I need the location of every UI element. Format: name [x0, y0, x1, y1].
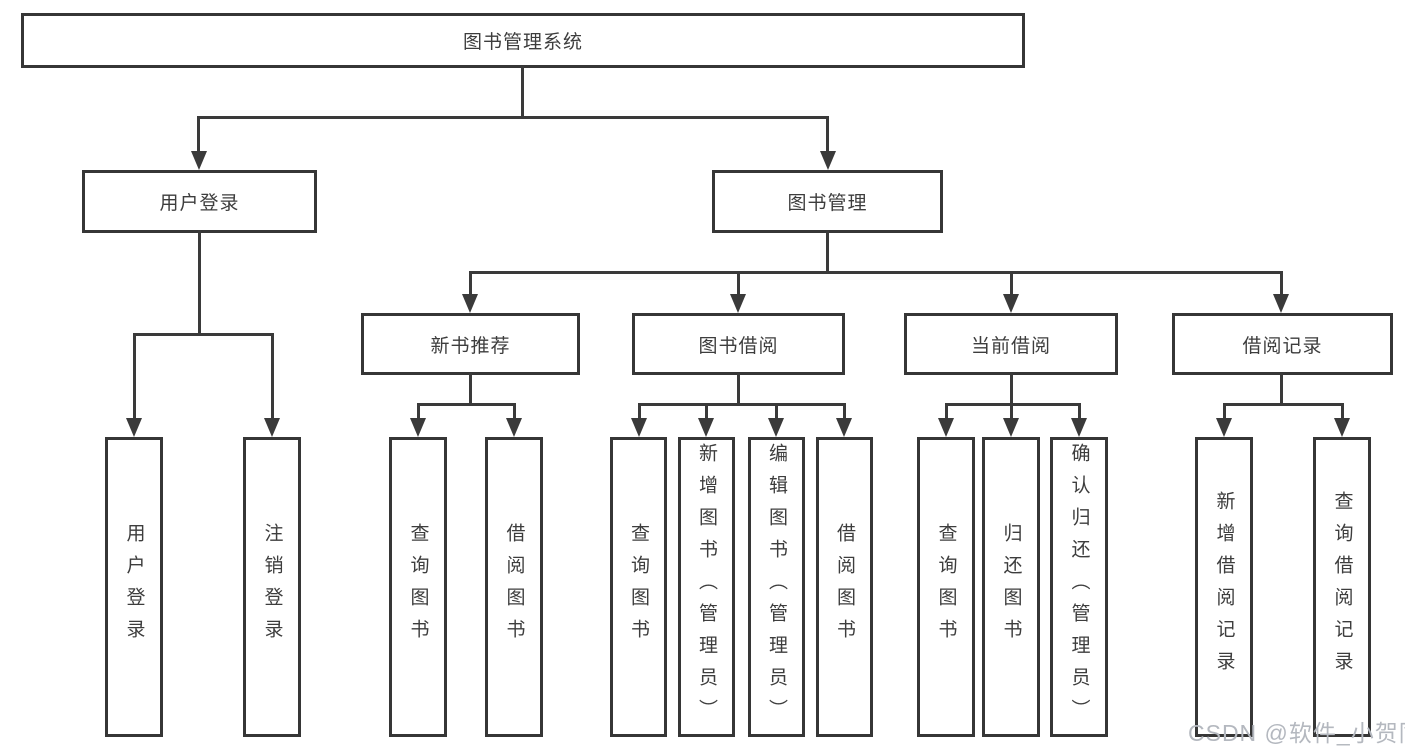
connector-line	[198, 230, 201, 336]
node-new-book-recommend: 新书推荐	[361, 313, 580, 375]
leaf-borrow-books-2: 借阅图书	[816, 437, 873, 737]
arrowhead-icon	[506, 418, 522, 437]
node-user-login: 用户登录	[82, 170, 317, 233]
connector-line	[1223, 403, 1226, 421]
arrowhead-icon	[1216, 418, 1232, 437]
connector-line	[826, 116, 829, 154]
node-label: 查询借阅记录	[1331, 491, 1353, 683]
node-label: 注销登录	[261, 523, 283, 651]
arrowhead-icon	[1003, 294, 1019, 313]
connector-line	[638, 403, 845, 406]
connector-line	[133, 333, 274, 336]
arrowhead-icon	[768, 418, 784, 437]
node-label: 当前借阅	[970, 335, 1051, 357]
leaf-query-books-1: 查询图书	[389, 437, 447, 737]
leaf-add-books-admin: 新增图书（管理员）	[678, 437, 735, 737]
connector-line	[945, 403, 1081, 406]
connector-line	[469, 271, 1282, 274]
leaf-logout: 注销登录	[243, 437, 301, 737]
node-label: 图书借阅	[698, 335, 779, 357]
arrowhead-icon	[1334, 418, 1350, 437]
leaf-user-login: 用户登录	[105, 437, 163, 737]
connector-line	[638, 403, 641, 421]
leaf-confirm-return-admin: 确认归还（管理员）	[1050, 437, 1108, 737]
connector-line	[737, 373, 740, 406]
node-label: 借阅图书	[834, 523, 855, 651]
connector-line	[1010, 271, 1013, 297]
node-label: 图书管理系统	[462, 32, 583, 53]
connector-line	[133, 333, 136, 421]
node-label: 确认归还（管理员）	[1068, 443, 1090, 731]
arrowhead-icon	[410, 418, 426, 437]
leaf-query-books-3: 查询图书	[917, 437, 975, 737]
connector-line	[271, 333, 274, 421]
connector-line	[197, 116, 829, 119]
node-label: 图书管理	[787, 193, 868, 214]
node-label: 查询图书	[935, 523, 957, 651]
connector-line	[417, 403, 420, 421]
connector-line	[945, 403, 948, 421]
leaf-return-books: 归还图书	[982, 437, 1040, 737]
arrowhead-icon	[1071, 418, 1087, 437]
connector-line	[843, 403, 846, 421]
connector-line	[705, 403, 708, 421]
node-label: 借阅记录	[1242, 335, 1323, 357]
connector-line	[469, 271, 472, 297]
connector-line	[1280, 271, 1283, 297]
node-label: 用户登录	[159, 193, 240, 214]
leaf-borrow-books-1: 借阅图书	[485, 437, 543, 737]
arrowhead-icon	[126, 418, 142, 437]
arrowhead-icon	[1003, 418, 1019, 437]
connector-line	[469, 373, 472, 406]
connector-line	[1010, 403, 1013, 421]
node-book-management: 图书管理	[712, 170, 943, 233]
connector-line	[737, 271, 740, 297]
arrowhead-icon	[938, 418, 954, 437]
connector-line	[521, 66, 524, 119]
arrowhead-icon	[264, 418, 280, 437]
connector-line	[1280, 373, 1283, 406]
node-current-borrow: 当前借阅	[904, 313, 1118, 375]
connector-line	[826, 230, 829, 274]
arrowhead-icon	[462, 294, 478, 313]
csdn-watermark: CSDN @软件_小贺同学	[1188, 720, 1405, 746]
node-label: 用户登录	[123, 523, 145, 651]
node-book-borrow: 图书借阅	[632, 313, 845, 375]
arrowhead-icon	[820, 151, 836, 170]
leaf-edit-books-admin: 编辑图书（管理员）	[748, 437, 805, 737]
node-label: 新增图书（管理员）	[696, 443, 717, 731]
leaf-query-books-2: 查询图书	[610, 437, 667, 737]
leaf-query-borrow-record: 查询借阅记录	[1313, 437, 1371, 737]
arrowhead-icon	[698, 418, 714, 437]
node-root-library-management-system: 图书管理系统	[21, 13, 1025, 68]
connector-line	[775, 403, 778, 421]
leaf-add-borrow-record: 新增借阅记录	[1195, 437, 1253, 737]
connector-line	[513, 403, 516, 421]
arrowhead-icon	[836, 418, 852, 437]
connector-line	[1341, 403, 1344, 421]
connector-line	[1223, 403, 1343, 406]
arrowhead-icon	[1273, 294, 1289, 313]
node-label: 查询图书	[628, 523, 649, 651]
connector-line	[197, 116, 200, 154]
connector-line	[1078, 403, 1081, 421]
arrowhead-icon	[191, 151, 207, 170]
node-label: 编辑图书（管理员）	[766, 443, 787, 731]
connector-line	[1010, 373, 1013, 406]
arrowhead-icon	[730, 294, 746, 313]
node-label: 借阅图书	[503, 523, 525, 651]
node-label: 归还图书	[1000, 523, 1022, 651]
node-borrow-record: 借阅记录	[1172, 313, 1393, 375]
node-label: 新书推荐	[430, 335, 511, 357]
connector-line	[417, 403, 516, 406]
node-label: 新增借阅记录	[1213, 491, 1235, 683]
arrowhead-icon	[631, 418, 647, 437]
node-label: 查询图书	[407, 523, 429, 651]
